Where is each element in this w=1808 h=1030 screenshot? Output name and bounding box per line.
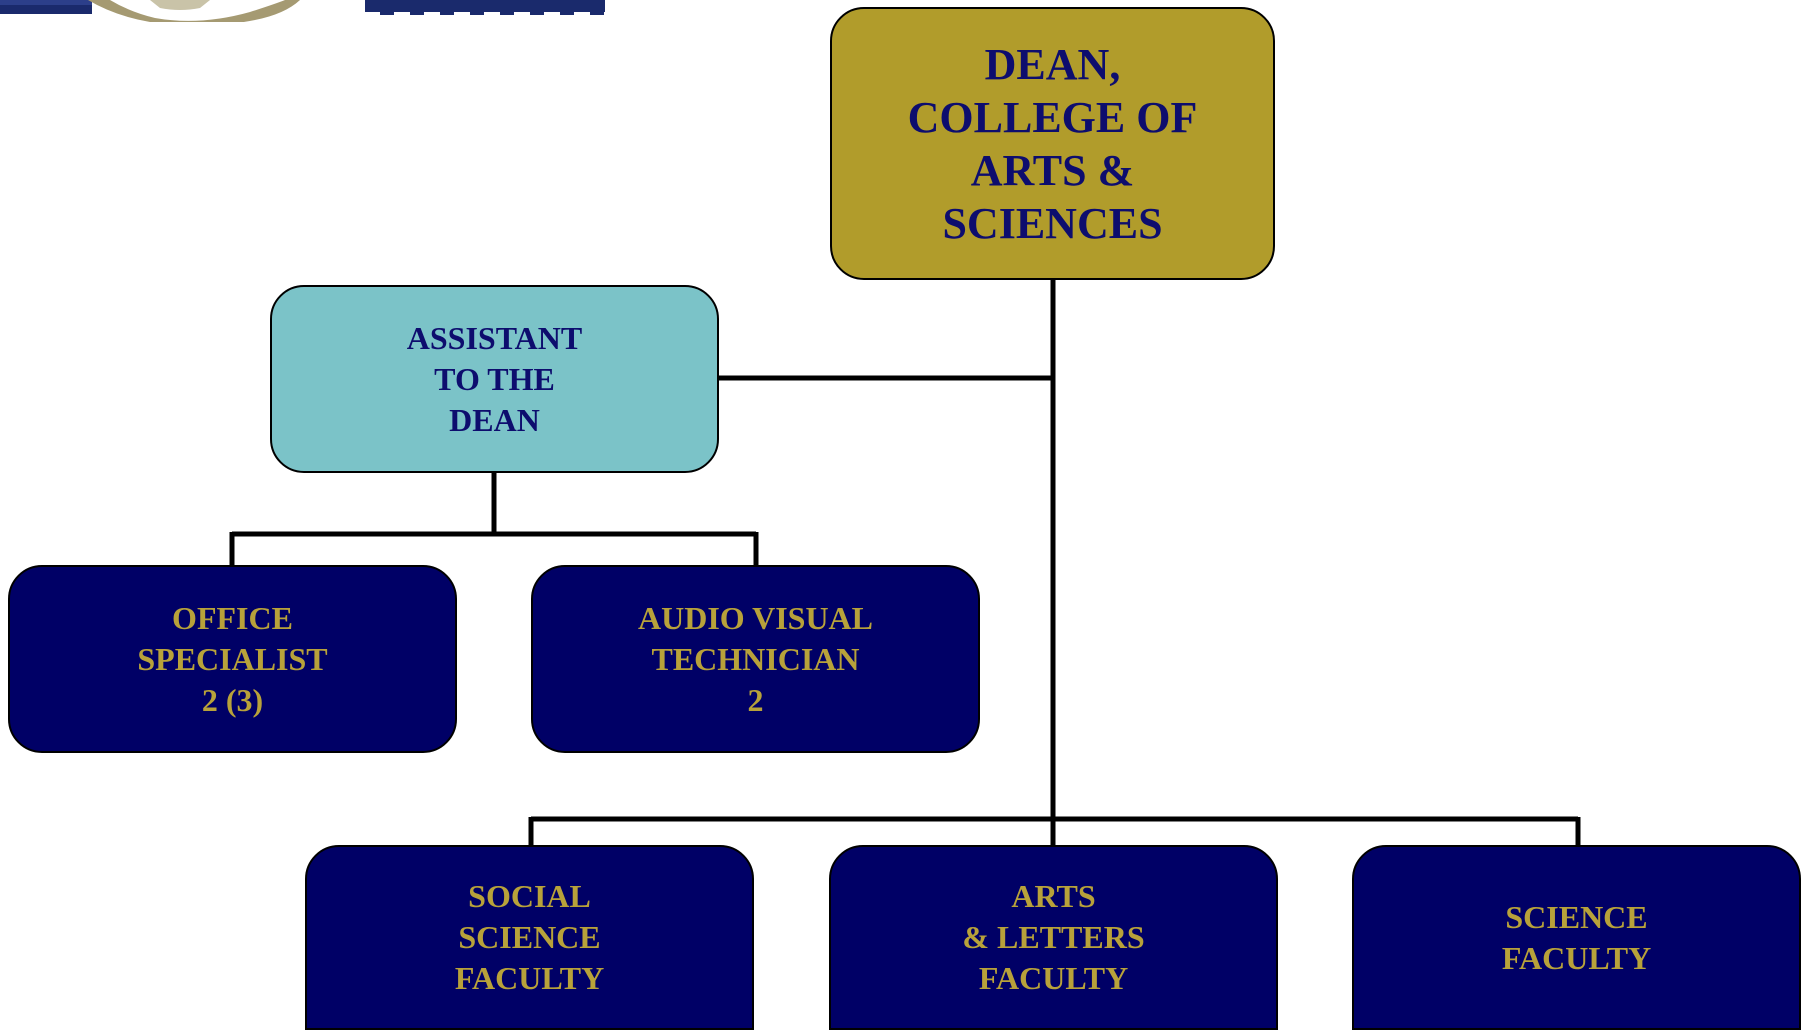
dean-title-line-3: ARTS & [970, 145, 1135, 195]
office-specialist-box: OFFICE SPECIALIST 2 (3) [8, 565, 457, 753]
arts-letters-faculty-box: ARTS & LETTERS FACULTY [829, 845, 1278, 1030]
office-specialist-line-1: OFFICE [172, 599, 293, 636]
audio-visual-technician-box: AUDIO VISUAL TECHNICIAN 2 [531, 565, 980, 753]
assistant-title-line-1: ASSISTANT [406, 319, 583, 356]
dean-title-line-4: SCIENCES [942, 198, 1163, 248]
assistant-title-line-2: TO THE [434, 360, 555, 397]
dean-title-line-2: COLLEGE OF [907, 92, 1198, 142]
office-specialist-line-2: SPECIALIST [137, 640, 328, 677]
arts-letters-line-3: FACULTY [978, 960, 1129, 996]
social-science-line-3: FACULTY [454, 960, 605, 996]
audio-visual-line-3: 2 [747, 681, 764, 718]
assistant-to-dean-box: ASSISTANT TO THE DEAN [270, 285, 719, 473]
science-faculty-line-1: SCIENCE [1505, 898, 1648, 935]
arts-letters-line-2: & LETTERS [962, 919, 1145, 955]
social-science-line-2: SCIENCE [458, 919, 601, 955]
audio-visual-line-2: TECHNICIAN [651, 640, 860, 677]
arts-letters-line-1: ARTS [1011, 878, 1096, 914]
dean-box: DEAN, COLLEGE OF ARTS & SCIENCES [830, 7, 1275, 280]
assistant-title-line-3: DEAN [449, 401, 540, 438]
science-faculty-line-2: FACULTY [1501, 939, 1652, 976]
social-science-faculty-box: SOCIAL SCIENCE FACULTY [305, 845, 754, 1030]
science-faculty-box: SCIENCE FACULTY [1352, 845, 1801, 1030]
university-seal-logo [0, 0, 605, 22]
social-science-line-1: SOCIAL [468, 878, 591, 914]
office-specialist-line-3: 2 (3) [201, 681, 264, 718]
dean-title-line-1: DEAN, [984, 39, 1121, 89]
audio-visual-line-1: AUDIO VISUAL [637, 599, 873, 636]
